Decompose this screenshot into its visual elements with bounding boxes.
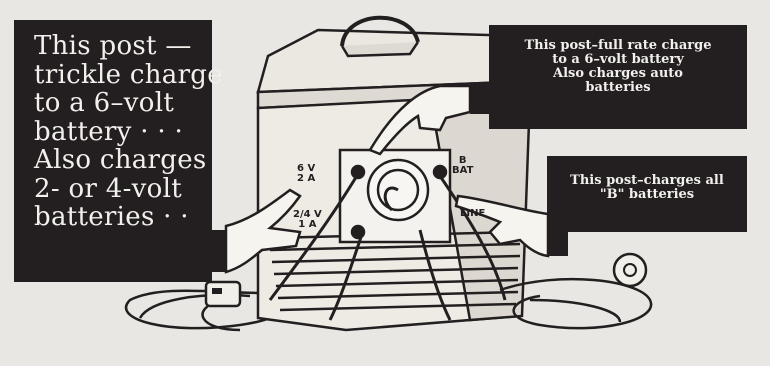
callout-top-line: to a 6–volt battery [497,53,739,67]
callout-right-line: "B" batteries [553,188,741,202]
callout-right-line: This post–charges all [553,174,741,188]
callout-top-line: This post–full rate charge [497,39,739,53]
label-bbat-line2: BAT [452,166,473,176]
label-6v-line2: 2 A [297,174,315,184]
callout-left-line: trickle charge [34,61,202,90]
label-24v-1a: 2/4 V 1 A [293,210,322,230]
plug-left [206,282,240,306]
callout-left-line: battery · · · [34,118,202,147]
callout-left-line: 2- or 4-volt [34,175,202,204]
label-line-text: LINE [460,209,485,219]
callout-b-batteries: This post–charges all "B" batteries [547,156,747,232]
callout-trickle-charge: This post — trickle charge to a 6–volt b… [14,20,212,282]
callout-left-line: to a 6–volt [34,89,202,118]
label-line: LINE [460,209,485,219]
label-24v-line2: 1 A [293,220,322,230]
callout-top-line: batteries [497,81,739,95]
callout-left-line: This post — [34,32,202,61]
callout-full-rate-charge: This post–full rate charge to a 6–volt b… [489,25,747,129]
callout-top-line: Also charges auto [497,67,739,81]
label-b-bat: B BAT [452,156,473,176]
label-6v-2a: 6 V 2 A [297,164,315,184]
callout-left-line: batteries · · [34,203,202,232]
plug-right [614,254,646,286]
callout-left-line: Also charges [34,146,202,175]
